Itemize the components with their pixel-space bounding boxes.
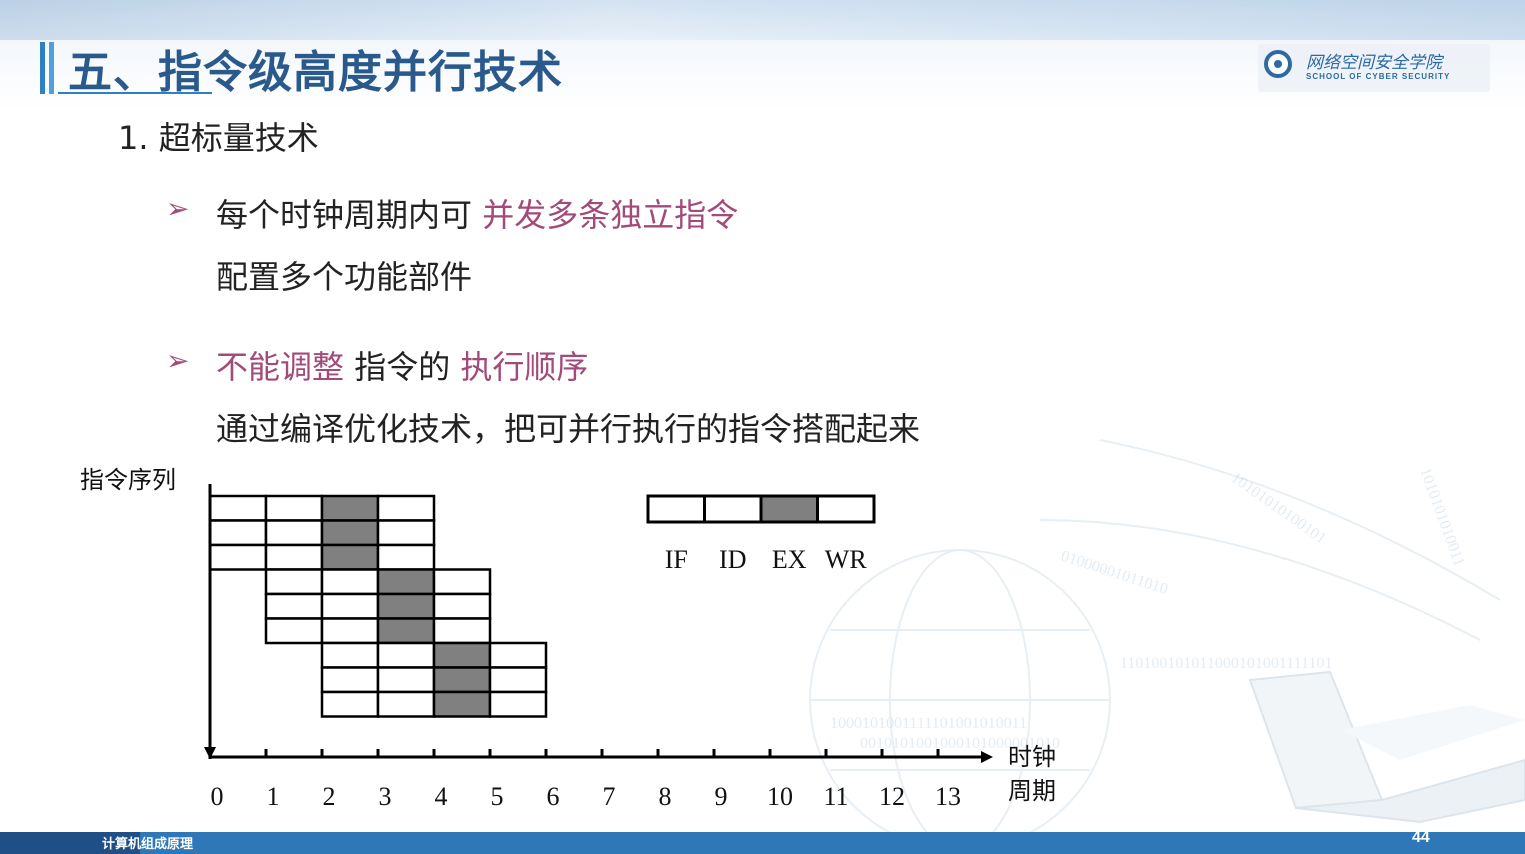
pipeline-stage-cell bbox=[264, 568, 324, 596]
pipeline-stage-cell bbox=[320, 690, 380, 718]
pipeline-stage-cell bbox=[432, 592, 492, 620]
svg-text:1000101001111101001010011: 1000101001111101001010011 bbox=[830, 715, 1027, 732]
header-decoration bbox=[0, 0, 1525, 40]
x-tick-label: 1 bbox=[267, 782, 280, 811]
pipeline-stage-cell bbox=[208, 519, 268, 547]
svg-text:110100101011000101001111101: 110100101011000101001111101 bbox=[1120, 655, 1332, 672]
x-tick-label: 5 bbox=[491, 782, 504, 811]
pipeline-stage-cell bbox=[320, 519, 380, 547]
footer-bar bbox=[0, 832, 1525, 854]
pipeline-stage-cell bbox=[488, 690, 548, 718]
pipeline-stage-cell bbox=[488, 641, 548, 669]
bullet-1-line-2: 配置多个功能部件 bbox=[216, 258, 473, 296]
school-name-cn: 网络空间安全学院 bbox=[1306, 53, 1442, 73]
bullet-2-highlight-b: 执行顺序 bbox=[460, 348, 589, 386]
x-tick-label: 4 bbox=[435, 782, 448, 811]
pipeline-stage-cell bbox=[376, 543, 436, 571]
x-axis-label: 时钟 周期 bbox=[1008, 740, 1056, 808]
school-emblem-icon bbox=[1264, 50, 1292, 78]
title-accent-bars bbox=[40, 42, 60, 94]
x-tick-label: 3 bbox=[379, 782, 392, 811]
y-axis-label: 指令序列 bbox=[80, 466, 176, 494]
x-tick-label: 13 bbox=[935, 782, 961, 811]
school-logo: 网络空间安全学院 SCHOOL OF CYBER SECURITY bbox=[1258, 44, 1490, 92]
legend-stage-label: IF bbox=[665, 545, 688, 574]
bullet-2-text: 指令的 bbox=[344, 348, 461, 386]
legend-stage-label: WR bbox=[825, 545, 868, 574]
pipeline-stage-cell bbox=[264, 519, 324, 547]
pipeline-stage-cell bbox=[376, 592, 436, 620]
x-tick-label: 9 bbox=[715, 782, 728, 811]
pipeline-stage-cell bbox=[264, 592, 324, 620]
bullet-1-text: 每个时钟周期内可 bbox=[216, 196, 483, 234]
bullet-1-highlight: 并发多条独立指令 bbox=[482, 196, 739, 234]
x-tick-label: 0 bbox=[211, 782, 224, 811]
pipeline-stage-cell bbox=[264, 617, 324, 645]
x-axis-arrow-icon bbox=[981, 751, 993, 763]
pipeline-stage-cell bbox=[376, 494, 436, 522]
pipeline-stage-cell bbox=[432, 641, 492, 669]
x-tick-label: 11 bbox=[823, 782, 848, 811]
pipeline-stage-cell bbox=[208, 494, 268, 522]
legend-stage-cell bbox=[816, 494, 876, 524]
x-tick-label: 10 bbox=[767, 782, 793, 811]
school-name-en: SCHOOL OF CYBER SECURITY bbox=[1306, 72, 1451, 81]
svg-text:0010101001000101000001010: 0010101001000101000001010 bbox=[860, 735, 1060, 752]
bullet-2-highlight-a: 不能调整 bbox=[216, 348, 345, 386]
pipeline-stage-cell bbox=[488, 666, 548, 694]
legend-stage-cell bbox=[759, 494, 819, 524]
pipeline-stage-cell bbox=[208, 543, 268, 571]
pipeline-stage-cell bbox=[320, 568, 380, 596]
x-tick-label: 2 bbox=[323, 782, 336, 811]
bullet-2-line-1: 不能调整 指令的 执行顺序 bbox=[216, 342, 588, 388]
bullet-2-line-2: 通过编译优化技术，把可并行执行的指令搭配起来 bbox=[216, 410, 921, 448]
pipeline-stage-cell bbox=[320, 617, 380, 645]
legend-stage-label: EX bbox=[772, 545, 807, 574]
pipeline-stage-cell bbox=[432, 690, 492, 718]
pipeline-stage-cell bbox=[432, 617, 492, 645]
pipeline-stage-cell bbox=[376, 690, 436, 718]
section-heading: 1. 超标量技术 bbox=[118, 119, 319, 157]
x-tick-label: 6 bbox=[547, 782, 560, 811]
x-axis-label-line-1: 时钟 bbox=[1008, 743, 1056, 771]
pipeline-stage-cell bbox=[432, 568, 492, 596]
legend-stage-cell bbox=[703, 494, 763, 524]
legend-stage-label: ID bbox=[719, 545, 746, 574]
pipeline-stage-cell bbox=[320, 592, 380, 620]
pipeline-stage-cell bbox=[376, 519, 436, 547]
pipeline-stage-cell bbox=[432, 666, 492, 694]
arrow-bullet-icon: ➢ bbox=[166, 344, 190, 377]
pipeline-stage-cell bbox=[264, 543, 324, 571]
bullet-1-line-1: 每个时钟周期内可 并发多条独立指令 bbox=[216, 190, 738, 236]
x-axis-label-line-2: 周期 bbox=[1008, 777, 1056, 805]
x-tick-label: 8 bbox=[659, 782, 672, 811]
pipeline-stage-cell bbox=[376, 617, 436, 645]
x-tick-label: 7 bbox=[603, 782, 616, 811]
pipeline-stage-cell bbox=[320, 543, 380, 571]
pipeline-stage-cell bbox=[376, 641, 436, 669]
pipeline-stage-cell bbox=[320, 641, 380, 669]
page-number: 44 bbox=[1412, 829, 1430, 846]
title-underline bbox=[58, 92, 212, 94]
pipeline-stage-cell bbox=[376, 568, 436, 596]
page-title: 五、指令级高度并行技术 bbox=[68, 47, 563, 98]
footer-course-name: 计算机组成原理 bbox=[102, 837, 194, 852]
pipeline-stage-cell bbox=[376, 666, 436, 694]
pipeline-stage-cell bbox=[320, 494, 380, 522]
pipeline-stage-cell bbox=[264, 494, 324, 522]
legend-stage-cell bbox=[646, 494, 706, 524]
pipeline-stage-cell bbox=[320, 666, 380, 694]
arrow-bullet-icon: ➢ bbox=[166, 192, 190, 225]
x-tick-label: 12 bbox=[879, 782, 905, 811]
